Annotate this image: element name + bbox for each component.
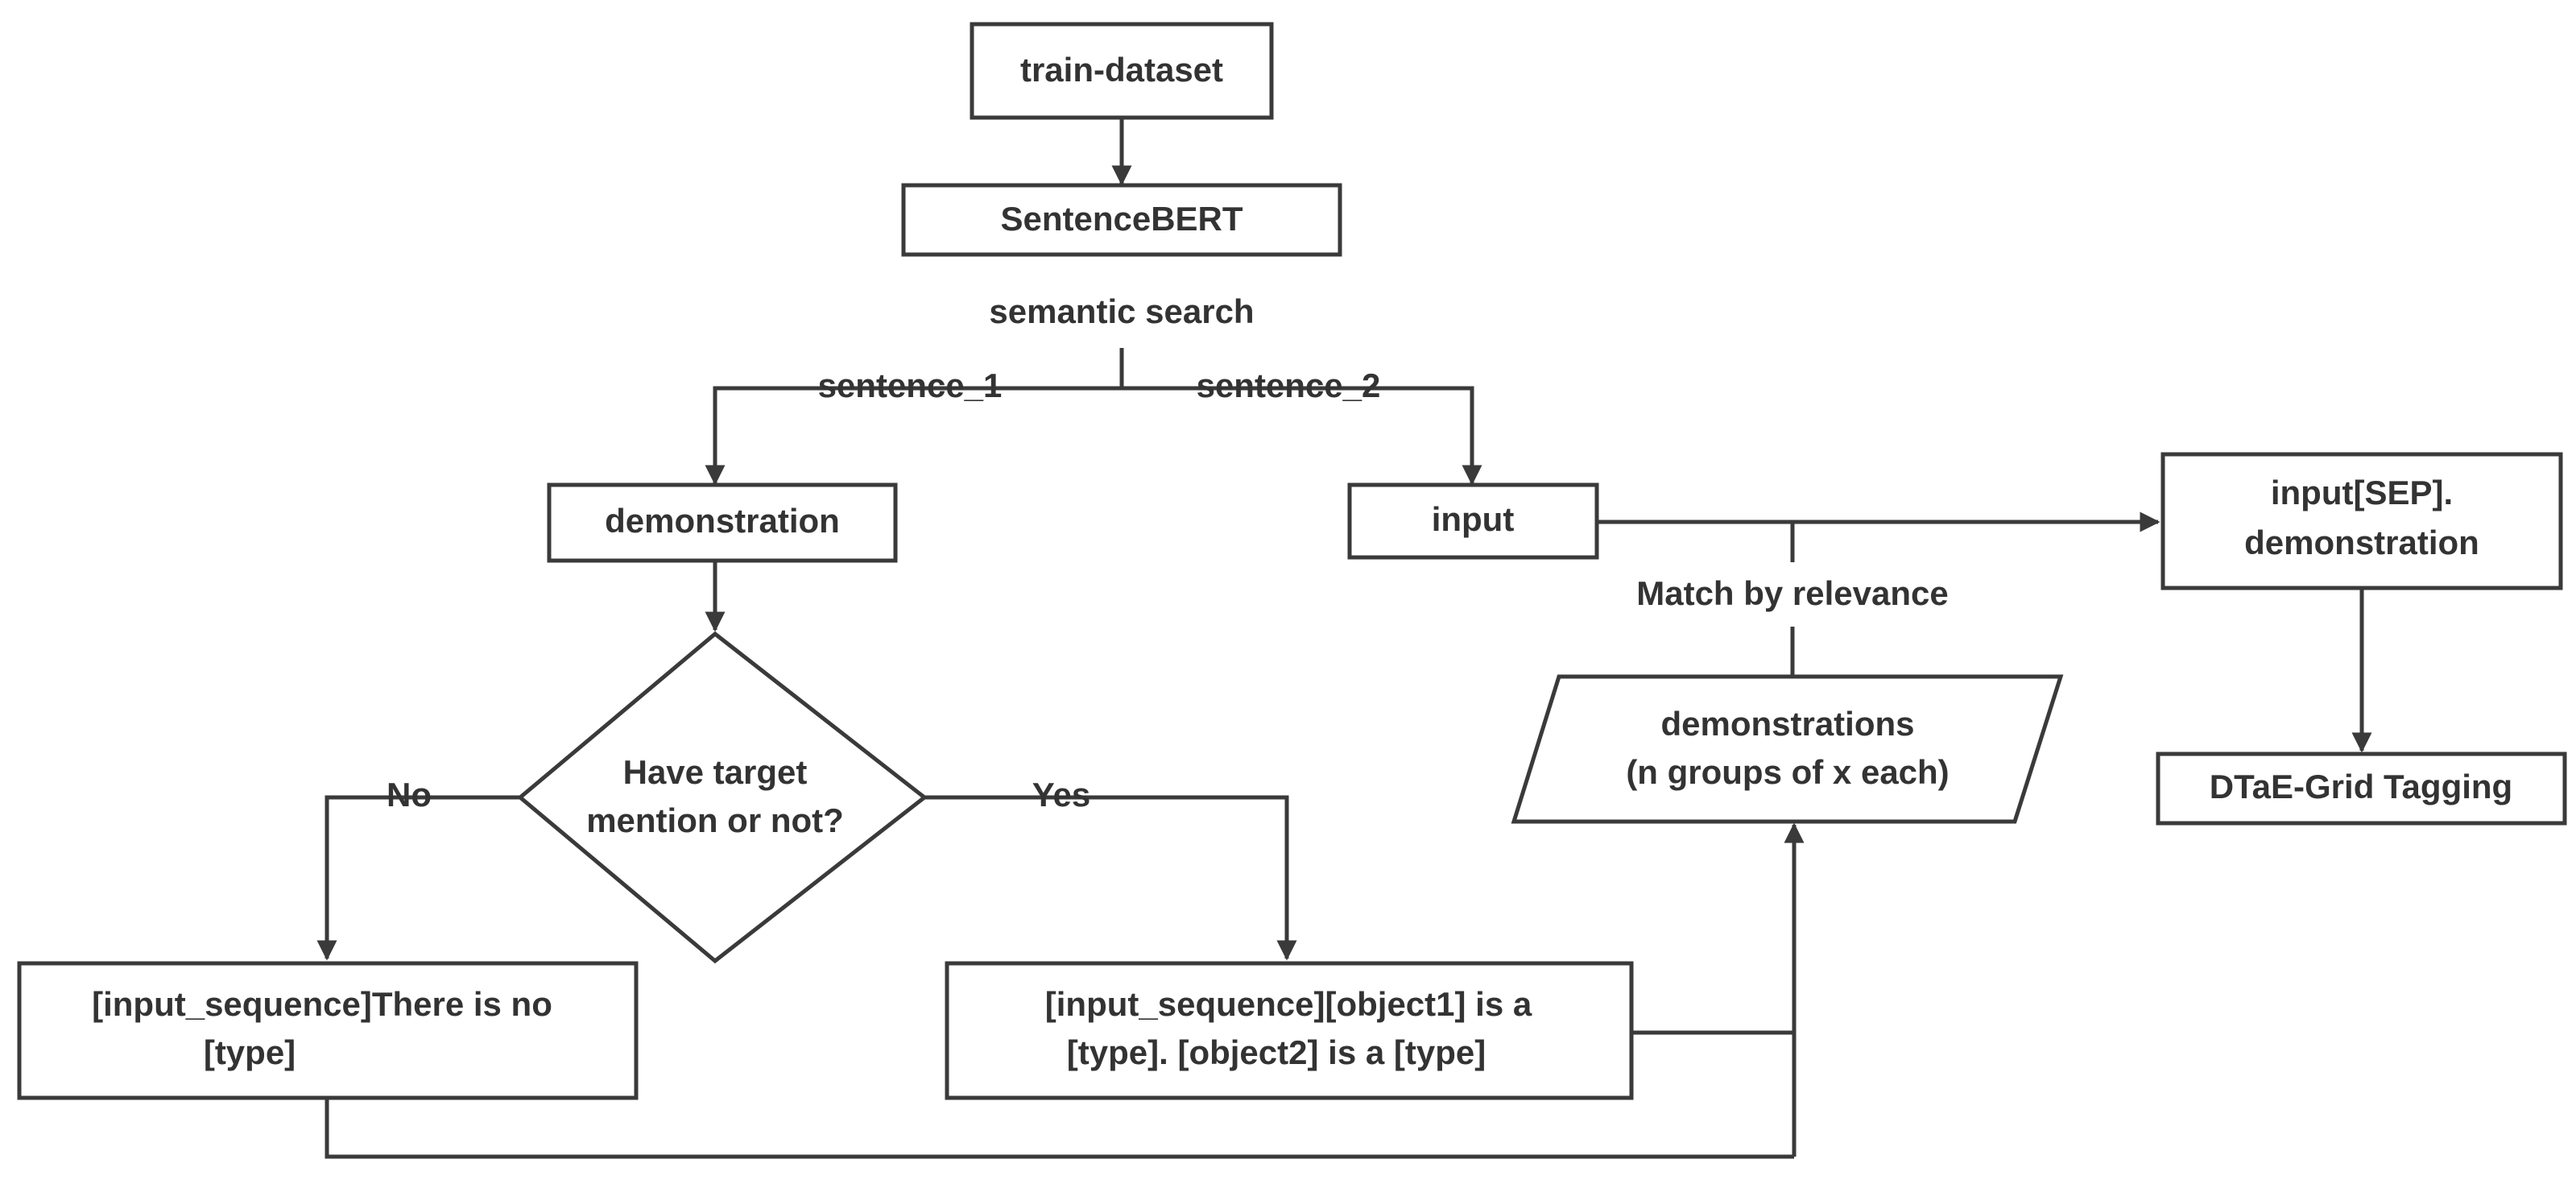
node-input-sep-line1: input[SEP]. [2271,474,2453,511]
node-demonstration-label: demonstration [605,502,840,540]
node-decision: Have target mention or not? [517,631,928,964]
node-yes-template: [input_sequence][object1] is a [type]. [… [945,961,1634,1100]
node-input-sep: input[SEP]. demonstration [2160,452,2563,590]
node-no-template: [input_sequence]There is no [type] [17,961,639,1100]
edge-decision-yes [924,795,1297,961]
node-decision-line2: mention or not? [586,801,844,839]
edge-to-input [1122,386,1482,486]
edge-label-sentence-1: sentence_1 [818,366,1003,404]
node-train-dataset-label: train-dataset [1020,51,1223,89]
node-input: input [1347,482,1599,560]
node-demonstration: demonstration [547,482,898,563]
node-input-label: input [1432,500,1515,538]
edge-label-yes: Yes [1032,776,1090,814]
edge-label-no: No [387,776,432,814]
node-no-template-line2: [type] [204,1033,296,1071]
node-demonstrations-line2: (n groups of x each) [1626,753,1949,791]
node-sentencebert-label: SentenceBERT [1000,200,1243,238]
node-decision-line1: Have target [623,753,808,791]
edge-label-match: Match by relevance [1636,574,1949,612]
node-dtae: DTaE-Grid Tagging [2156,751,2567,826]
edge-label-semantic-search: semantic search [989,292,1254,330]
node-demonstrations: demonstrations (n groups of x each) [1511,674,2064,824]
node-train-dataset: train-dataset [970,22,1274,120]
node-yes-template-line2: [type]. [object2] is a [type] [1067,1033,1486,1071]
edge-to-demonstration [705,386,1122,486]
node-input-sep-line2: demonstration [2244,524,2479,561]
edge-decision-no [316,795,520,961]
edge-label-sentence-2: sentence_2 [1197,366,1381,404]
node-demonstrations-line1: demonstrations [1660,705,1914,743]
node-no-template-line1: [input_sequence]There is no [92,985,552,1023]
node-dtae-label: DTaE-Grid Tagging [2210,768,2512,805]
edge-no-template-bottom [325,1099,1794,1159]
node-sentencebert: SentenceBERT [901,183,1342,257]
node-yes-template-line1: [input_sequence][object1] is a [1045,985,1532,1023]
